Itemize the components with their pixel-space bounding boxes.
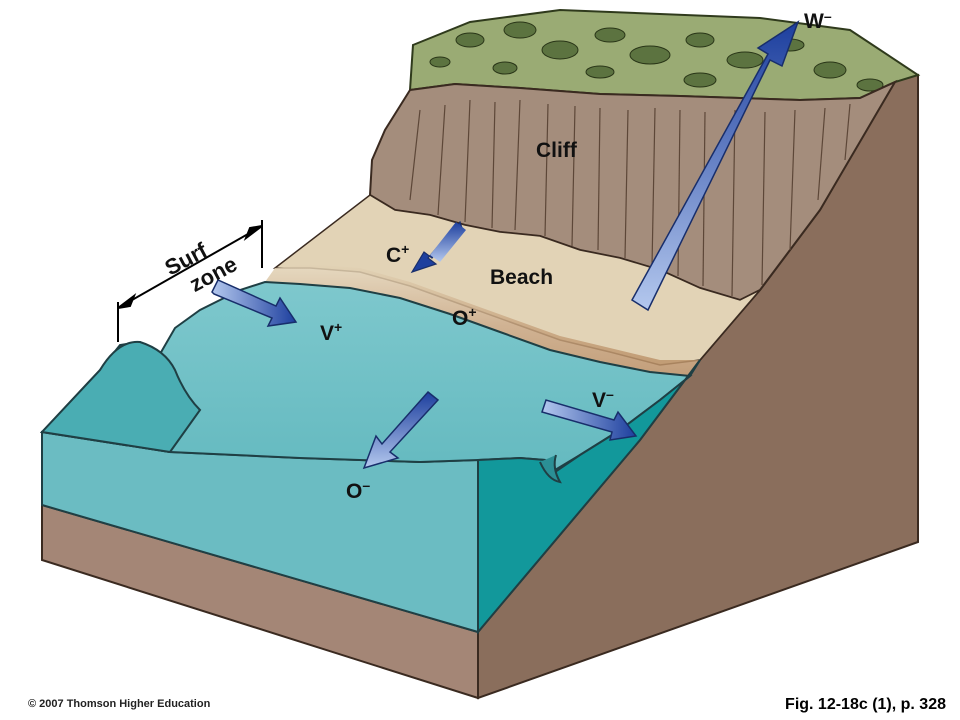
water-side-deep	[477, 359, 701, 635]
label-cliff: Cliff	[536, 139, 578, 162]
w-minus-arrow	[630, 20, 800, 312]
vegetation-shrubs	[429, 21, 884, 92]
label-v-minus: V–	[592, 386, 614, 412]
wave-crest	[39, 340, 202, 454]
figure-reference: Fig. 12-18c (1), p. 328	[785, 696, 946, 713]
label-beach: Beach	[490, 266, 553, 289]
v-minus-arrow	[541, 399, 638, 441]
surf-zone-bracket	[117, 220, 263, 342]
wave-curl	[539, 454, 562, 484]
v-plus-arrow	[211, 279, 298, 327]
copyright-notice: © 2007 Thomson Higher Education	[28, 698, 211, 710]
label-w-minus: W–	[804, 8, 832, 33]
o-minus-arrow	[362, 390, 440, 470]
c-plus-arrow	[410, 220, 466, 274]
label-o-minus: O–	[346, 477, 370, 503]
label-o-plus: O+	[452, 304, 477, 330]
label-v-plus: V+	[320, 319, 342, 345]
label-c-plus: C+	[386, 241, 409, 267]
